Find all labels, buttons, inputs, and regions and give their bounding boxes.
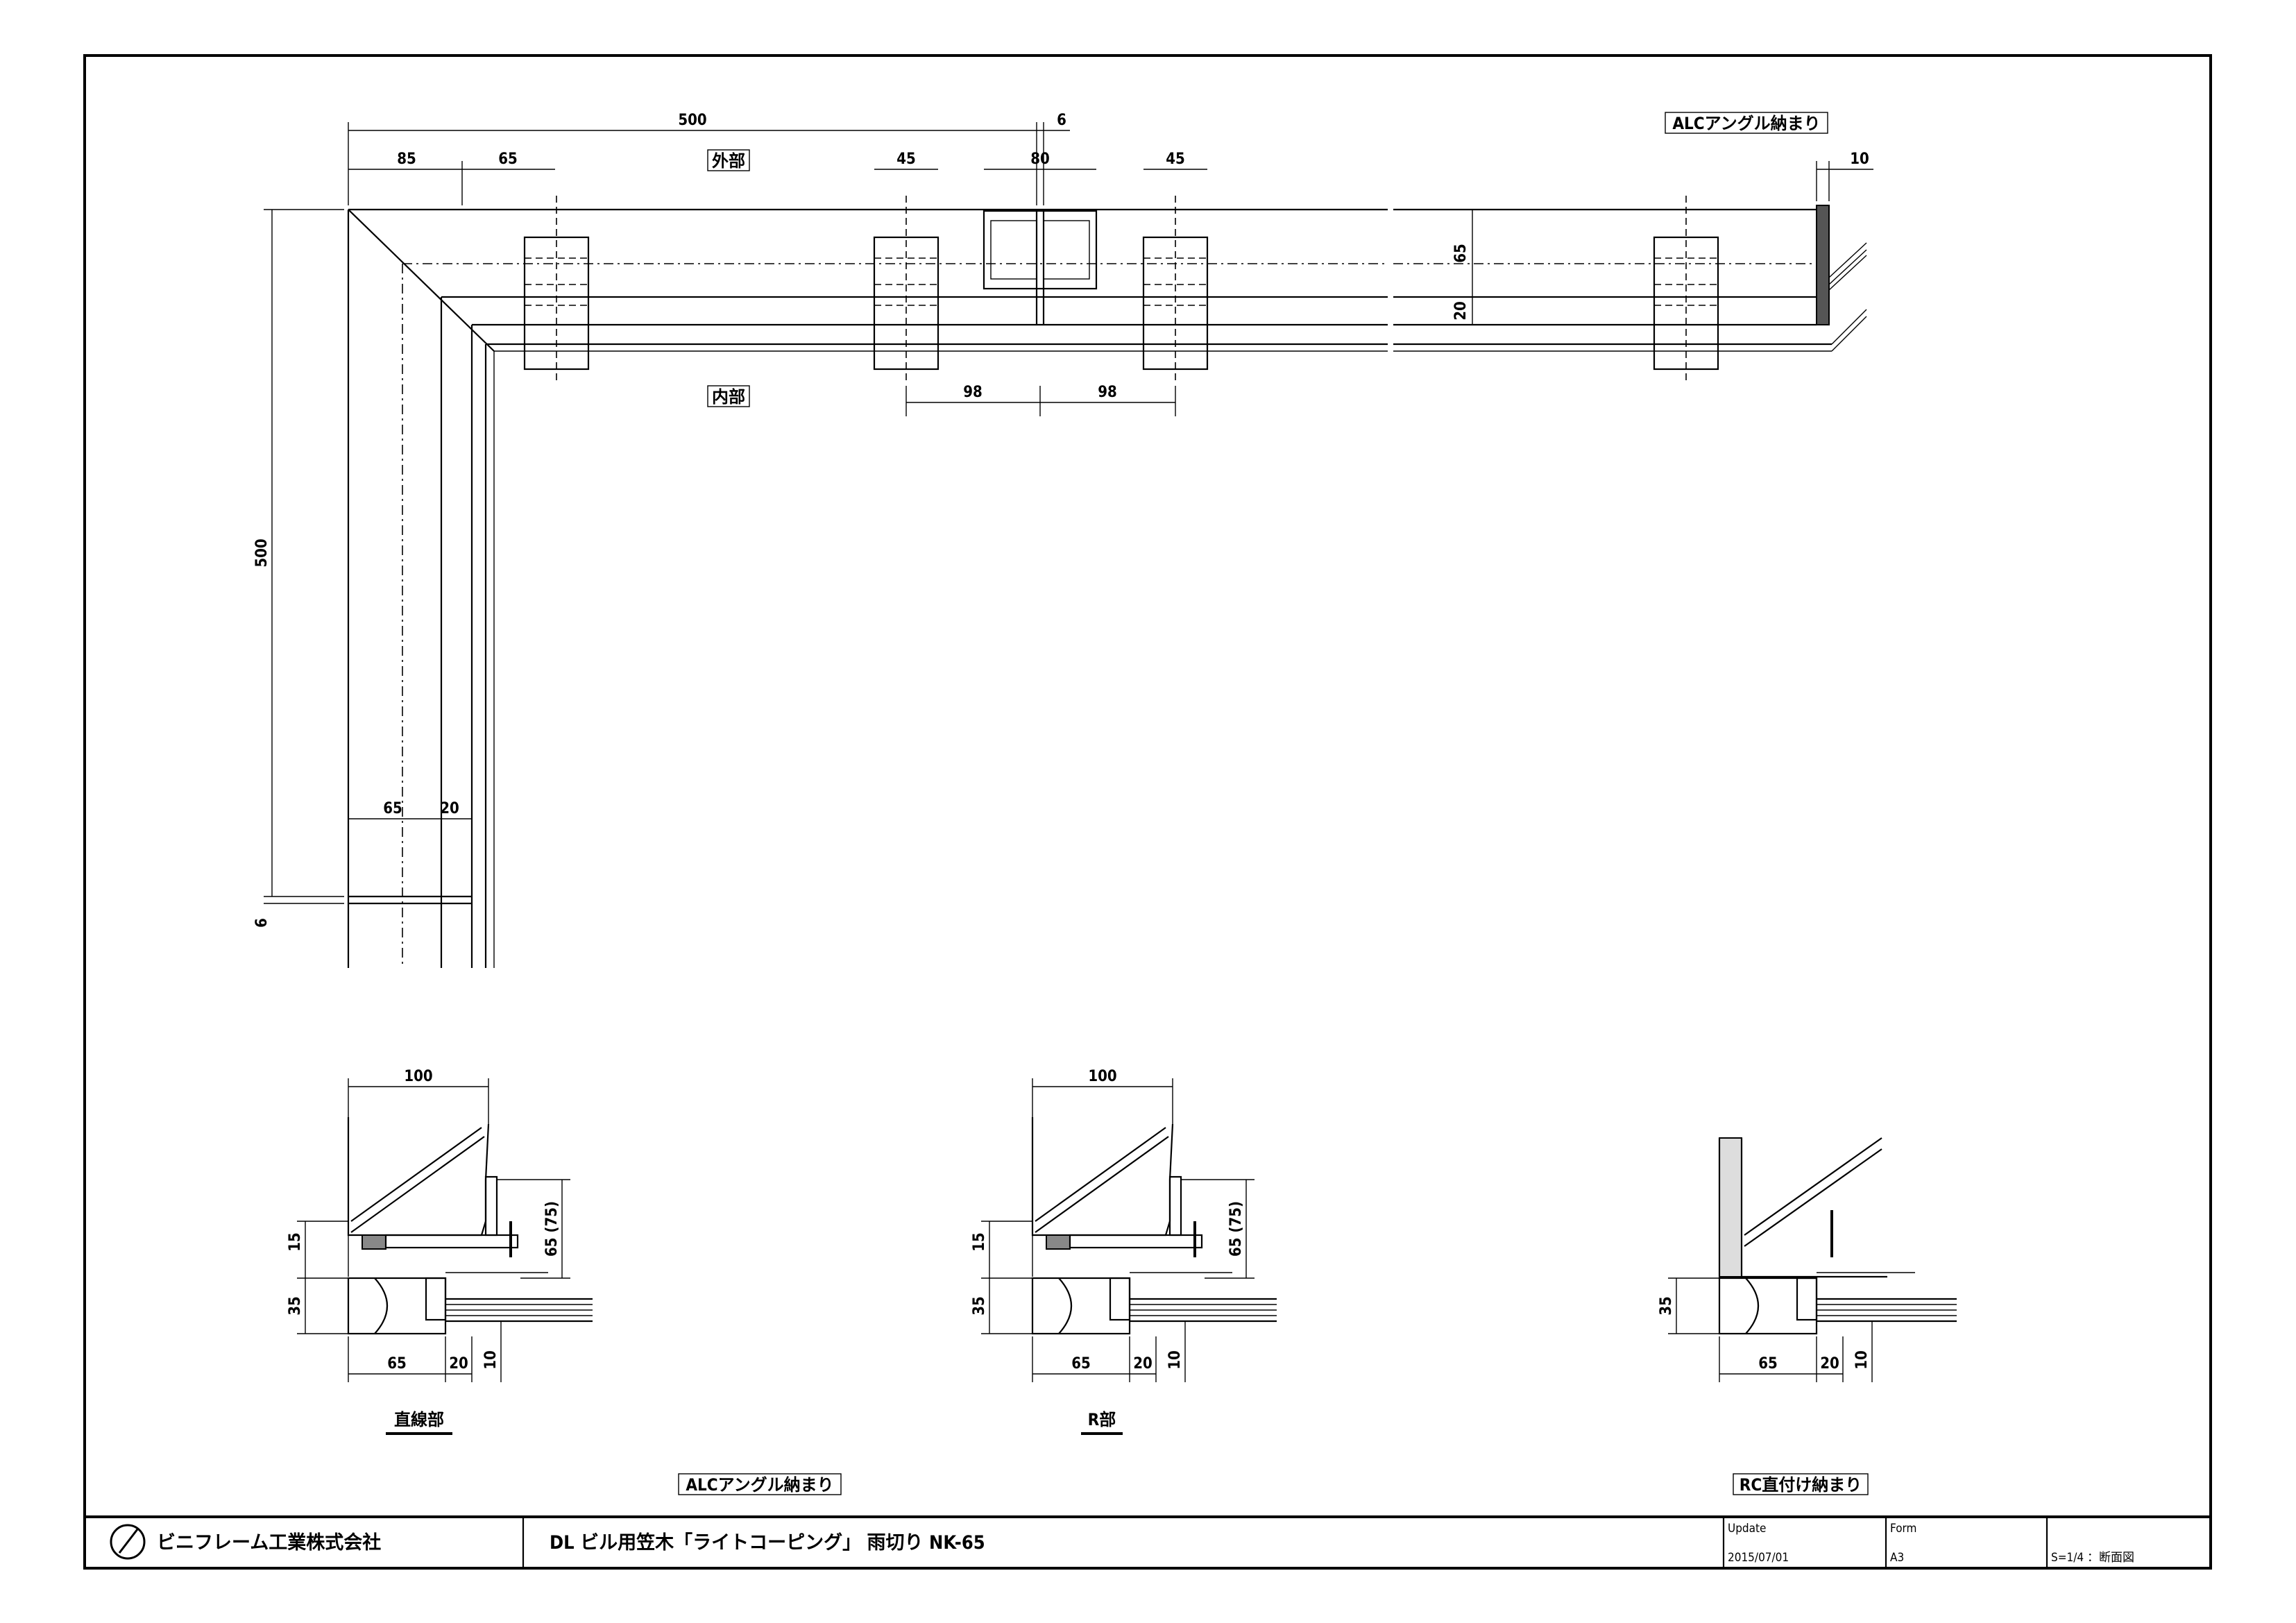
sec3-dim-65: 65: [1758, 1355, 1778, 1373]
scale-label: S=1/4 ：断面図: [2051, 1551, 2134, 1565]
dim-500-top: 500: [678, 112, 706, 129]
label-rc-sections: RC直付け納まり: [1740, 1475, 1862, 1495]
title-block: ビニフレーム工業株式会社 DL ビル用笠木「ライトコーピング」 雨切り NK-6…: [110, 1517, 2134, 1568]
dim-45a: 45: [896, 151, 916, 168]
section-straight: 100 15 35 65 (75) 65 20 10: [287, 1068, 593, 1435]
sec2-dim-15: 15: [971, 1232, 988, 1252]
sec3-dim-35: 35: [1658, 1296, 1675, 1316]
sheet-border: [83, 54, 2212, 1570]
clip-bracket: [523, 196, 590, 383]
sec2-dim-100: 100: [1088, 1068, 1116, 1085]
form-label: Form: [1890, 1522, 1916, 1536]
update-date: 2015/07/01: [1728, 1551, 1789, 1565]
label-alc-sections: ALCアングル納まり: [686, 1475, 833, 1495]
sec1-dim-10: 10: [482, 1350, 500, 1370]
drawing-title: DL ビル用笠木「ライトコーピング」 雨切り NK-65: [550, 1531, 985, 1554]
sec2-dim-10: 10: [1166, 1350, 1184, 1370]
sec3-wall: [1719, 1137, 1742, 1277]
dim-20-right: 20: [1452, 301, 1470, 321]
dim-45b: 45: [1166, 151, 1185, 168]
sec2-dim-35: 35: [971, 1296, 988, 1316]
sec1-dim-100: 100: [404, 1068, 432, 1085]
dim-80: 80: [1030, 151, 1050, 168]
dim-6-top: 6: [1057, 112, 1066, 129]
joint-plate: [983, 210, 1098, 325]
section-rc: 35 65 20 10: [1658, 1137, 1957, 1382]
plan-view: 65 20 500 6 85 65 45 80 45 10 外部 内部 ALCア…: [253, 112, 1873, 968]
sec2-dim-65-75: 65 (75): [1227, 1201, 1245, 1257]
company-name: ビニフレーム工業株式会社: [157, 1531, 381, 1554]
update-label: Update: [1728, 1522, 1766, 1536]
dim-6-left: 6: [253, 918, 271, 928]
sec1-dim-15: 15: [287, 1232, 304, 1252]
sec2-seal: [1046, 1234, 1071, 1250]
dim-500-left: 500: [253, 538, 271, 567]
dim-85: 85: [397, 151, 416, 168]
dim-65-right: 65: [1452, 244, 1470, 263]
form-value: A3: [1890, 1551, 1904, 1565]
section-r: 100 15 35 65 (75) 65 20 10 R部: [971, 1068, 1277, 1435]
clip-bracket: [1653, 196, 1719, 383]
sec1-title: 直線部: [394, 1410, 444, 1429]
sec1-seal: [362, 1234, 386, 1250]
sec2-title: R部: [1088, 1410, 1116, 1429]
dim-65-left: 65: [383, 800, 402, 817]
company-logo: [110, 1524, 146, 1560]
clip-bracket: [1142, 196, 1209, 383]
sec1-dim-65-75: 65 (75): [543, 1201, 561, 1257]
sec2-dim-20: 20: [1133, 1355, 1153, 1373]
dim-65-top: 65: [498, 151, 518, 168]
sec2-dim-65: 65: [1071, 1355, 1091, 1373]
sec3-dim-20: 20: [1820, 1355, 1839, 1373]
clip-bracket: [873, 196, 939, 383]
label-alc-plan: ALCアングル納まり: [1672, 114, 1820, 133]
sec1-dim-35: 35: [287, 1296, 304, 1316]
dim-10-end: 10: [1850, 151, 1869, 168]
label-outer: 外部: [712, 151, 745, 171]
label-inner: 内部: [712, 387, 745, 407]
sec3-dim-10: 10: [1853, 1350, 1871, 1370]
dim-98b: 98: [1098, 384, 1117, 401]
end-cap: [1816, 205, 1830, 325]
sec1-dim-65: 65: [387, 1355, 407, 1373]
dim-98a: 98: [963, 384, 983, 401]
sec1-dim-20: 20: [449, 1355, 468, 1373]
dim-20-left: 20: [440, 800, 459, 817]
